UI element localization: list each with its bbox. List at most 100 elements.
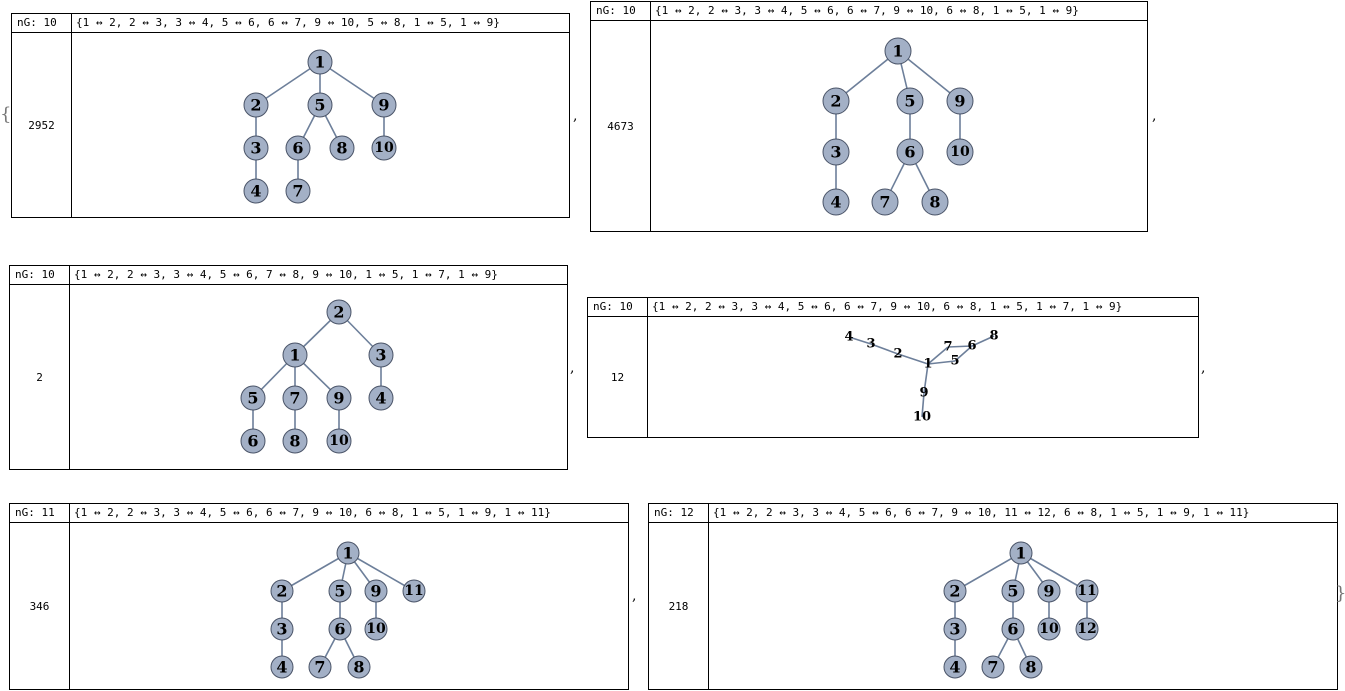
count-value: 4673 — [591, 21, 651, 231]
graph-node: 11 — [402, 579, 426, 603]
count-value: 218 — [649, 523, 709, 689]
count-value: 2 — [10, 285, 70, 469]
graph-node: 9 — [371, 92, 397, 118]
node-label: 9 — [370, 582, 381, 601]
node-circle — [1075, 579, 1099, 603]
graph-node: 5 — [896, 87, 924, 115]
edge-list-label: {1 ↔ 2, 2 ↔ 3, 3 ↔ 4, 5 ↔ 6, 6 ↔ 7, 9 ↔ … — [651, 2, 1147, 21]
graph-node: 9 — [919, 386, 928, 401]
graph-edge — [347, 552, 415, 592]
node-label: 6 — [904, 143, 915, 162]
node-label: 10 — [950, 144, 970, 160]
ng-label: nG: 10 — [12, 14, 72, 33]
node-circle — [884, 37, 912, 65]
node-circle — [402, 579, 426, 603]
edge-list-label: {1 ↔ 2, 2 ↔ 3, 3 ↔ 4, 5 ↔ 6, 7 ↔ 8, 9 ↔ … — [70, 266, 567, 285]
graph-node: 3 — [866, 337, 875, 352]
node-label: 9 — [919, 386, 928, 401]
open-brace: { — [0, 104, 12, 125]
list-separator: , — [632, 588, 637, 604]
graph-node: 10 — [371, 135, 397, 161]
node-label: 3 — [866, 337, 875, 352]
node-label: 3 — [276, 620, 287, 639]
node-label: 7 — [943, 340, 952, 355]
node-label: 5 — [904, 92, 915, 111]
graph-edge — [971, 335, 995, 347]
graph-node: 2 — [943, 579, 967, 603]
graph-edge — [954, 552, 1022, 592]
node-label: 9 — [1043, 582, 1054, 601]
graph-node: 7 — [943, 340, 952, 355]
graph-node: 1 — [307, 49, 333, 75]
graph-node: 1 — [923, 357, 932, 372]
graph-node: 4 — [943, 655, 967, 679]
node-circle — [1019, 655, 1043, 679]
node-circle — [307, 92, 333, 118]
graph-node: 4 — [243, 178, 269, 204]
graph-node: 5 — [307, 92, 333, 118]
graph-node: 6 — [1001, 617, 1025, 641]
node-label: 2 — [276, 582, 287, 601]
graph-node: 2 — [326, 299, 352, 325]
node-circle — [328, 579, 352, 603]
graph-node: 7 — [308, 655, 332, 679]
list-separator: , — [573, 108, 578, 124]
graph-node: 6 — [285, 135, 311, 161]
node-label: 6 — [247, 432, 258, 451]
node-label: 6 — [1007, 620, 1018, 639]
edge-list-label: {1 ↔ 2, 2 ↔ 3, 3 ↔ 4, 5 ↔ 6, 6 ↔ 7, 9 ↔ … — [648, 298, 1198, 317]
graph-node: 10 — [913, 410, 931, 425]
node-label: 5 — [1007, 582, 1018, 601]
node-label: 11 — [404, 583, 423, 599]
node-label: 1 — [1015, 544, 1026, 563]
node-circle — [270, 617, 294, 641]
graph-edge — [897, 353, 929, 365]
graph-node: 6 — [328, 617, 352, 641]
node-label: 1 — [892, 42, 903, 61]
edge-list-label: {1 ↔ 2, 2 ↔ 3, 3 ↔ 4, 5 ↔ 6, 6 ↔ 7, 9 ↔ … — [70, 504, 628, 523]
node-circle — [329, 135, 355, 161]
edge-list-label: {1 ↔ 2, 2 ↔ 3, 3 ↔ 4, 5 ↔ 6, 6 ↔ 7, 9 ↔ … — [709, 504, 1337, 523]
node-label: 8 — [989, 329, 998, 344]
graph-node: 4 — [368, 385, 394, 411]
graph-node: 2 — [893, 347, 902, 362]
node-circle — [371, 135, 397, 161]
graph-node: 10 — [364, 617, 388, 641]
node-circle — [896, 138, 924, 166]
graph-node: 6 — [967, 339, 976, 354]
graph-node: 10 — [946, 138, 974, 166]
graph-cell: nG: 10{1 ↔ 2, 2 ↔ 3, 3 ↔ 4, 5 ↔ 6, 6 ↔ 7… — [590, 1, 1148, 232]
node-circle — [368, 385, 394, 411]
node-circle — [1037, 579, 1061, 603]
graph-node: 5 — [240, 385, 266, 411]
node-circle — [946, 87, 974, 115]
graph-cell: nG: 10{1 ↔ 2, 2 ↔ 3, 3 ↔ 4, 5 ↔ 6, 7 ↔ 8… — [9, 265, 568, 470]
node-circle — [1001, 579, 1025, 603]
graph-node: 4 — [844, 330, 853, 345]
graph-edge — [923, 363, 929, 394]
node-circle — [896, 87, 924, 115]
edge-list-label: {1 ↔ 2, 2 ↔ 3, 3 ↔ 4, 5 ↔ 6, 6 ↔ 7, 9 ↔ … — [72, 14, 569, 33]
node-circle — [270, 655, 294, 679]
list-separator: , — [1152, 108, 1157, 124]
node-label: 6 — [292, 139, 303, 158]
graph-node: 12 — [1075, 617, 1099, 641]
graph-node: 7 — [282, 385, 308, 411]
graph-node: 6 — [240, 428, 266, 454]
node-label: 10 — [913, 410, 931, 425]
count-value: 2952 — [12, 33, 72, 217]
node-label: 6 — [334, 620, 345, 639]
graph-node: 1 — [336, 541, 360, 565]
graph-node: 1 — [282, 342, 308, 368]
graph-edge — [921, 392, 925, 418]
graph-node: 9 — [364, 579, 388, 603]
node-label: 5 — [247, 389, 258, 408]
node-circle — [371, 92, 397, 118]
node-circle — [1037, 617, 1061, 641]
node-label: 4 — [844, 330, 853, 345]
graph-node: 7 — [981, 655, 1005, 679]
graph-node: 2 — [243, 92, 269, 118]
